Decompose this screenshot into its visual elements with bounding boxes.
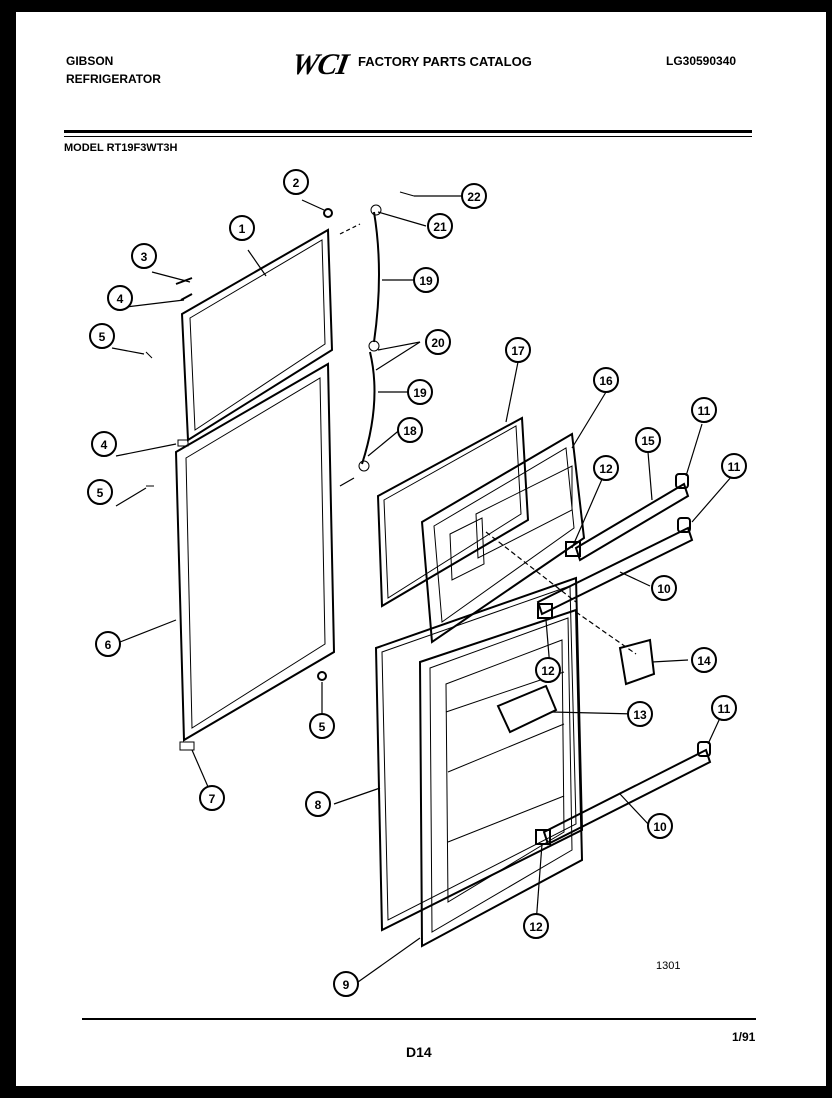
callout-21: 21 xyxy=(427,213,453,239)
callout-label: 10 xyxy=(657,582,671,596)
callout-label: 18 xyxy=(403,424,417,438)
callout-label: 19 xyxy=(419,274,433,288)
callout-5: 5 xyxy=(89,323,115,349)
callout-15: 15 xyxy=(635,427,661,453)
callout-label: 5 xyxy=(97,486,104,500)
callout-label: 8 xyxy=(315,798,322,812)
product-type: REFRIGERATOR xyxy=(66,72,161,86)
callout-label: 19 xyxy=(413,386,427,400)
callout-5: 5 xyxy=(87,479,113,505)
hinge-arms xyxy=(358,191,415,472)
callout-12: 12 xyxy=(535,657,561,683)
callout-22: 22 xyxy=(461,183,487,209)
callout-label: 16 xyxy=(599,374,613,388)
callout-9: 9 xyxy=(333,971,359,997)
callout-label: 15 xyxy=(641,434,655,448)
callout-12: 12 xyxy=(523,913,549,939)
callout-12: 12 xyxy=(593,455,619,481)
callout-19: 19 xyxy=(413,267,439,293)
callout-16: 16 xyxy=(593,367,619,393)
callout-label: 12 xyxy=(599,462,613,476)
callout-14: 14 xyxy=(691,647,717,673)
brand-name: GIBSON xyxy=(66,54,114,68)
callout-label: 11 xyxy=(728,460,741,474)
freezer-door-liner xyxy=(420,432,586,644)
callout-4: 4 xyxy=(91,431,117,457)
callout-label: 9 xyxy=(343,978,350,992)
header-rule xyxy=(64,130,752,133)
callout-8: 8 xyxy=(305,791,331,817)
callout-label: 10 xyxy=(653,820,667,834)
callout-label: 11 xyxy=(718,702,731,716)
callout-label: 17 xyxy=(511,344,525,358)
callout-label: 5 xyxy=(319,720,326,734)
callout-4: 4 xyxy=(107,285,133,311)
shelf-rails xyxy=(485,473,712,846)
callout-label: 4 xyxy=(101,438,108,452)
callout-label: 11 xyxy=(698,404,711,418)
page-date: 1/91 xyxy=(732,1030,756,1044)
catalog-title: FACTORY PARTS CATALOG xyxy=(358,54,532,69)
callout-11: 11 xyxy=(721,453,747,479)
catalog-page: GIBSON REFRIGERATOR WCI FACTORY PARTS CA… xyxy=(16,12,826,1086)
drawing-number: 1301 xyxy=(656,960,681,972)
callout-label: 3 xyxy=(141,250,148,264)
leader-lines xyxy=(111,195,733,983)
callout-7: 7 xyxy=(199,785,225,811)
callout-10: 10 xyxy=(651,575,677,601)
fresh-food-door-liner xyxy=(418,608,584,948)
callout-17: 17 xyxy=(505,337,531,363)
callout-label: 12 xyxy=(529,920,543,934)
exploded-parts-diagram: 1234545675891010111111121212131415161718… xyxy=(87,169,747,997)
hardware-parts xyxy=(145,208,361,751)
model-number: MODEL RT19F3WT3H xyxy=(64,142,178,154)
freezer-gasket xyxy=(376,416,530,608)
catalog-number: LG30590340 xyxy=(666,54,737,68)
footer-rule xyxy=(82,1018,756,1020)
callout-10: 10 xyxy=(647,813,673,839)
fresh-food-door xyxy=(174,362,336,742)
callout-18: 18 xyxy=(397,417,423,443)
callout-20: 20 xyxy=(425,329,451,355)
callout-label: 13 xyxy=(633,708,647,722)
callout-2: 2 xyxy=(283,169,309,195)
callout-label: 20 xyxy=(431,336,445,350)
callout-label: 21 xyxy=(433,220,447,234)
callout-label: 6 xyxy=(105,638,112,652)
callout-19: 19 xyxy=(407,379,433,405)
page-code: D14 xyxy=(406,1044,432,1060)
callout-layer: 1234545675891010111111121212131415161718… xyxy=(87,169,747,997)
callout-11: 11 xyxy=(691,397,717,423)
callout-label: 14 xyxy=(697,654,711,668)
callout-11: 11 xyxy=(711,695,737,721)
door-shelf xyxy=(496,638,656,734)
freezer-door xyxy=(180,228,334,442)
callout-label: 5 xyxy=(99,330,106,344)
callout-5: 5 xyxy=(309,713,335,739)
callout-label: 7 xyxy=(209,792,216,806)
callout-1: 1 xyxy=(229,215,255,241)
callout-3: 3 xyxy=(131,243,157,269)
callout-label: 1 xyxy=(239,222,246,236)
callout-13: 13 xyxy=(627,701,653,727)
callout-label: 12 xyxy=(541,664,555,678)
header-rule-thin xyxy=(64,136,752,137)
callout-label: 4 xyxy=(117,292,124,306)
callout-6: 6 xyxy=(95,631,121,657)
callout-label: 2 xyxy=(293,176,300,190)
callout-label: 22 xyxy=(467,190,481,204)
